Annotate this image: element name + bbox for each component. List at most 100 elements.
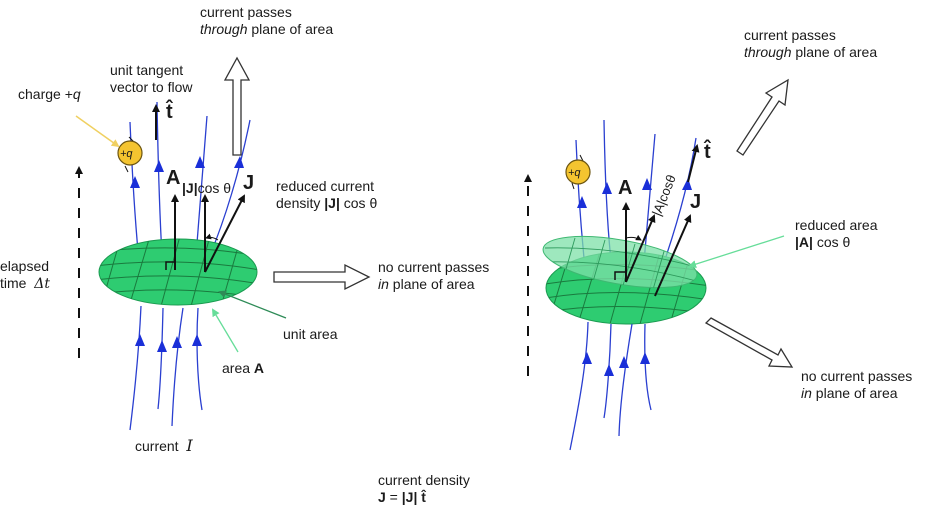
- area-label-prefix: area: [222, 360, 254, 376]
- flow-line: [618, 323, 633, 437]
- current-label-text: current: [135, 438, 179, 454]
- projected-A-vector: [625, 214, 656, 283]
- flow-line: [644, 323, 652, 411]
- theta-arc: [625, 234, 642, 241]
- in-plane-rest: plane of area: [388, 276, 475, 292]
- unit-tangent-line1: unit tangent: [110, 62, 184, 78]
- current-density-definition: current density J = |J| t̂: [378, 472, 470, 506]
- flow-arrowhead: [619, 356, 629, 368]
- through-plane-arrow-right: [736, 78, 789, 156]
- charge-label: charge +q: [18, 86, 81, 103]
- in-plane-line1: no current passes: [378, 259, 490, 275]
- flow-arrowheads-upper-left: [130, 156, 244, 188]
- unit-tangent-vector-right: [687, 144, 700, 183]
- vector-A-label-right: A: [618, 177, 633, 199]
- unit-tangent-line2: vector to flow: [110, 79, 193, 95]
- in-plane-italic-right: in: [801, 385, 812, 401]
- current-density-vector-J: [654, 214, 692, 297]
- jcos-bold: |J|: [182, 180, 198, 196]
- flow-line: [157, 307, 164, 410]
- reduced-area-label: reduced area |A| cos θ: [795, 217, 878, 251]
- t-hat-label-left: t̂: [166, 101, 173, 123]
- in-plane-italic: in: [378, 276, 389, 292]
- jcos-rest: cos θ: [197, 180, 232, 196]
- flow-lines-lower-left: [129, 305, 203, 431]
- flow-line: [603, 323, 612, 419]
- delta-t-symbol: Δt: [34, 276, 50, 292]
- reduced-area-surface: [542, 235, 701, 298]
- through-label-rest: plane of area: [247, 21, 334, 37]
- flow-arrowhead: [642, 178, 652, 190]
- reduced-current-label: reduced current density |J| cos θ: [276, 178, 377, 212]
- flow-arrowhead: [234, 156, 244, 168]
- flow-line: [171, 307, 184, 427]
- right-angle-marker: [165, 261, 175, 270]
- unit-tangent-label: unit tangent vector to flow: [110, 62, 192, 96]
- reduced-area-bold: |A|: [795, 234, 813, 250]
- jcos-label: |J|cos θ: [182, 180, 231, 197]
- area-label-bold: A: [253, 360, 265, 376]
- charge-label-prefix: charge +: [18, 86, 73, 102]
- through-label-left: current passes through plane of area: [200, 4, 333, 38]
- vector-J-label-right: J: [690, 191, 702, 213]
- vector-J-label-left: J: [243, 172, 255, 194]
- in-plane-label-right: no current passes in plane of area: [801, 368, 912, 402]
- density-eq-t-hat: t̂: [417, 489, 426, 505]
- density-eq-J: J: [378, 489, 386, 505]
- in-plane-arrow-left: [273, 263, 371, 291]
- unit-area-pointer: [218, 290, 287, 319]
- flow-arrowhead: [192, 334, 202, 346]
- flow-arrowhead: [604, 364, 614, 376]
- area-A-pointer: [211, 308, 239, 353]
- flow-line: [129, 305, 142, 431]
- charge-label-var: q: [72, 86, 81, 102]
- flow-arrowhead: [602, 182, 612, 194]
- through-label-line1: current passes: [200, 4, 292, 20]
- unit-area-label: unit area: [283, 326, 338, 342]
- flow-arrowhead: [582, 352, 592, 364]
- through-label-right: current passes through plane of area: [744, 27, 877, 61]
- flow-arrowheads-lower-left: [135, 334, 202, 352]
- flow-arrowheads-lower-right: [582, 352, 650, 376]
- density-eq-absJ: |J|: [401, 489, 418, 505]
- reduced-current-line1: reduced current: [276, 178, 375, 194]
- charge-left: [117, 136, 143, 173]
- in-plane-label-left: no current passes in plane of area: [378, 259, 489, 293]
- current-density-vector-J: [204, 194, 245, 273]
- flow-lines-lower-right: [569, 321, 652, 451]
- flow-arrowhead: [195, 156, 205, 168]
- reduced-current-bold: |J|: [324, 195, 340, 211]
- flow-line: [156, 101, 163, 257]
- vector-A-label-left: A: [166, 167, 181, 189]
- area-A-label: area A: [222, 360, 264, 377]
- charge-symbol-left: +q: [120, 148, 133, 160]
- charge-right: [565, 154, 591, 190]
- through-label-italic-right: through: [744, 44, 792, 60]
- flow-arrowheads-upper-right: [577, 178, 692, 208]
- charge-symbol-right: +q: [568, 167, 581, 179]
- flow-arrowhead: [682, 178, 692, 190]
- flow-line: [196, 307, 203, 411]
- current-I-symbol: I: [186, 436, 193, 455]
- reduced-area-pointer: [688, 235, 785, 268]
- charge-circle: [565, 159, 591, 185]
- right-angle-marker: [614, 271, 625, 280]
- flow-arrowhead: [154, 160, 164, 172]
- flow-arrowhead: [135, 334, 145, 346]
- reduced-current-rest: cos θ: [339, 195, 378, 211]
- density-line1: current density: [378, 472, 470, 488]
- flow-arrowhead: [130, 176, 140, 188]
- current-I-label: current I: [135, 437, 193, 455]
- flow-line: [569, 321, 589, 451]
- vectors-left: [165, 194, 245, 273]
- density-eq-equals: =: [385, 489, 402, 505]
- flow-arrowhead: [172, 336, 182, 348]
- reduced-area-rest: cos θ: [812, 234, 851, 250]
- elapsed-line2: time: [0, 275, 27, 291]
- reduced-area-line1: reduced area: [795, 217, 878, 233]
- elapsed-time-label: elapsed time Δt: [0, 258, 50, 293]
- elapsed-line1: elapsed: [0, 258, 50, 274]
- in-plane-arrow-right: [704, 317, 794, 368]
- charge-circle: [117, 140, 143, 166]
